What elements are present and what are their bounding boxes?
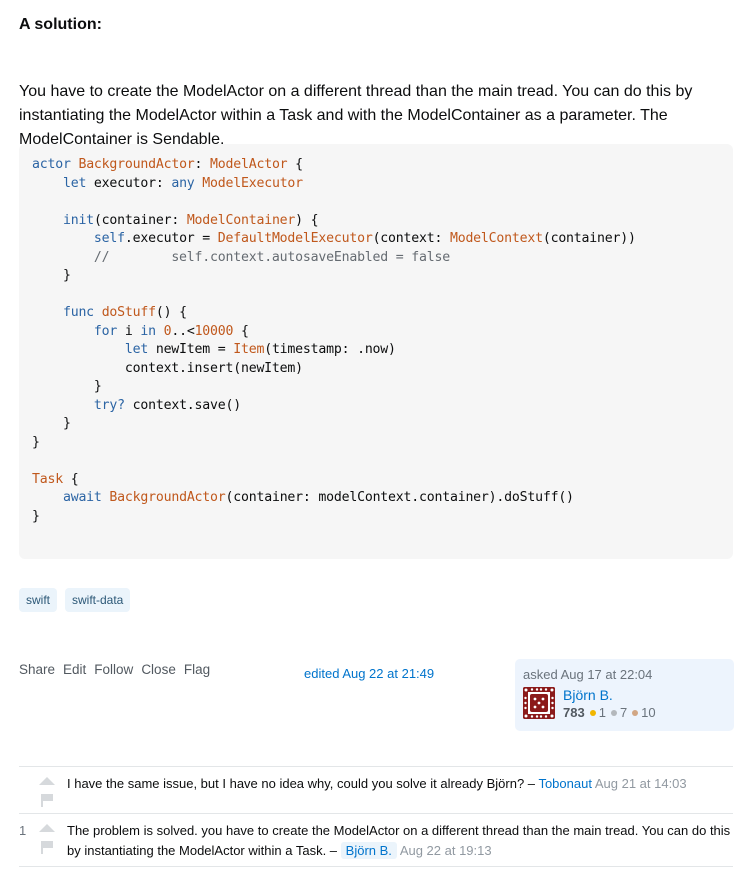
gold-badge-icon xyxy=(589,709,596,716)
upvote-arrow-icon[interactable] xyxy=(39,777,55,785)
owner-name-link[interactable]: Björn B. xyxy=(563,687,613,703)
avatar[interactable] xyxy=(523,687,555,719)
comment-score: 1 xyxy=(19,823,27,838)
comment-owner-user-link[interactable]: Björn B. xyxy=(340,841,397,859)
answer-paragraph: You have to create the ModelActor on a d… xyxy=(19,83,693,148)
comment: I have the same issue, but I have no ide… xyxy=(19,766,733,813)
upvote-arrow-icon[interactable] xyxy=(39,824,55,832)
comment: 1 The problem is solved. you have to cre… xyxy=(19,813,733,867)
comment-score xyxy=(19,774,37,807)
code-content: actor BackgroundActor: ModelActor { let … xyxy=(32,157,636,524)
comment-text: The problem is solved. you have to creat… xyxy=(67,823,731,858)
reputation-score: 783 xyxy=(563,705,585,720)
bronze-badge: 10 xyxy=(632,704,656,721)
comment-date[interactable]: Aug 21 at 14:03 xyxy=(594,776,687,791)
edited-link[interactable]: edited Aug 22 at 21:49 xyxy=(304,666,435,681)
flag-icon[interactable] xyxy=(41,841,53,854)
follow-link[interactable]: Follow xyxy=(94,662,134,677)
comment-user-link[interactable]: Tobonaut xyxy=(538,776,592,791)
post-menu: Share Edit Follow Close Flag xyxy=(19,662,210,677)
comment-list: I have the same issue, but I have no ide… xyxy=(19,766,733,867)
edit-link[interactable]: Edit xyxy=(63,662,87,677)
tag-swift[interactable]: swift xyxy=(19,588,57,612)
tag-list: swift swift-data xyxy=(19,588,131,612)
comment-date[interactable]: Aug 22 at 19:13 xyxy=(399,842,492,858)
silver-badge: 7 xyxy=(610,704,627,721)
comment-body: I have the same issue, but I have no ide… xyxy=(67,774,733,807)
close-link[interactable]: Close xyxy=(141,662,176,677)
flag-link[interactable]: Flag xyxy=(183,662,211,677)
owner-card: asked Aug 17 at 22:04 Björn B. xyxy=(515,659,734,731)
code-block: actor BackgroundActor: ModelActor { let … xyxy=(19,144,733,559)
answer-heading: A solution: xyxy=(19,16,102,33)
asked-timestamp: asked Aug 17 at 22:04 xyxy=(523,667,653,682)
tag-swift-data[interactable]: swift-data xyxy=(65,588,131,612)
gold-badge: 1 xyxy=(589,704,606,721)
comment-text: I have the same issue, but I have no ide… xyxy=(67,776,536,791)
bronze-badge-icon xyxy=(632,709,639,716)
reputation-row: 783 1 7 10 xyxy=(563,704,656,721)
flag-icon[interactable] xyxy=(41,794,53,807)
silver-badge-icon xyxy=(610,709,617,716)
comment-body: The problem is solved. you have to creat… xyxy=(67,821,733,860)
share-link[interactable]: Share xyxy=(19,662,56,677)
